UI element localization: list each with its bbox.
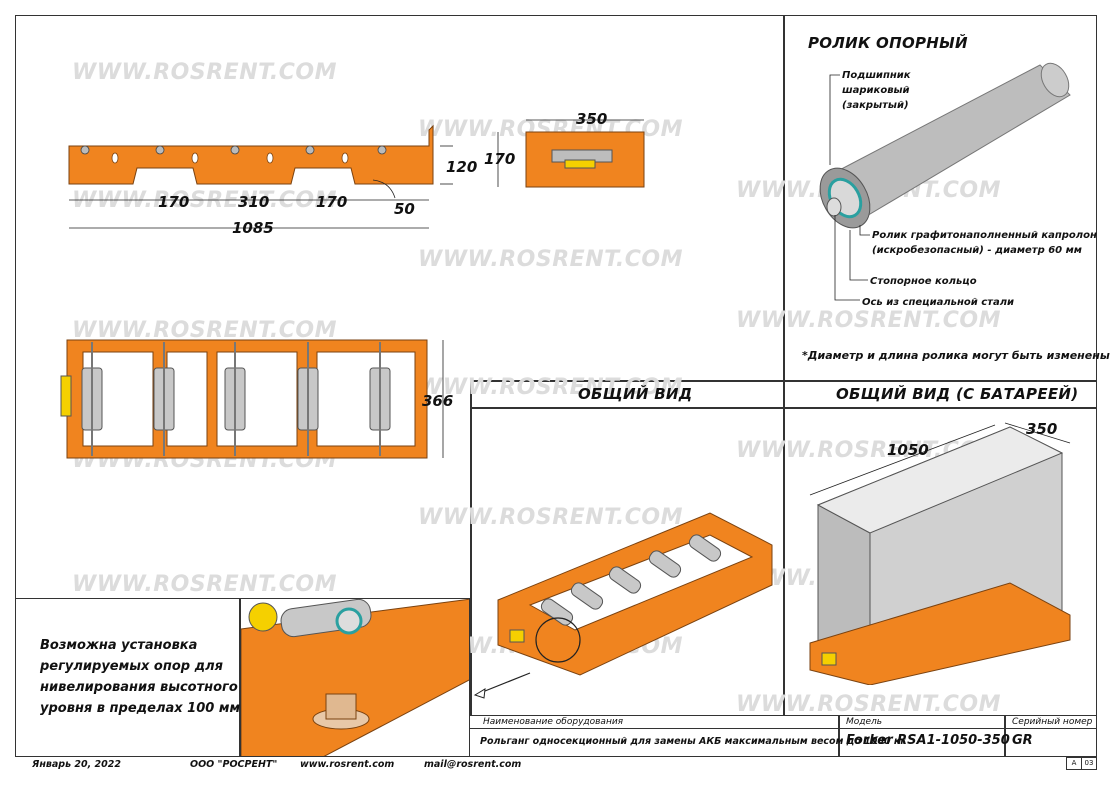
detail-arrow: [473, 672, 531, 699]
retaining-ring-label: Стопорное кольцо: [870, 276, 977, 287]
footer-date: Январь 20, 2022: [32, 759, 121, 770]
roller-material-label-2: (искробезопасный) - диаметр 60 мм: [872, 245, 1082, 256]
footer-company: ООО "РОСРЕНТ": [190, 759, 278, 770]
divider-views-header: [470, 407, 1097, 409]
title-block-divider-2: [1004, 715, 1006, 757]
divider-right-vertical: [783, 15, 785, 715]
end-view-drawing: [497, 119, 645, 188]
footer-email[interactable]: mail@rosrent.com: [424, 759, 522, 770]
divider-views-left: [470, 380, 472, 716]
model-value: Forker RSA1-1050-350: [846, 733, 1010, 748]
equipment-name-label: Наименование оборудования: [483, 717, 624, 727]
general-view-title: ОБЩИЙ ВИД: [578, 385, 693, 403]
watermark: WWW.ROSRENT.COM: [418, 375, 683, 400]
watermark: WWW.ROSRENT.COM: [418, 505, 683, 530]
sheet-number: 03: [1084, 759, 1094, 767]
dim-170-right: 170: [316, 193, 348, 211]
sheet-format-box: A: [1066, 757, 1082, 770]
battery-view-title: ОБЩИЙ ВИД (С БАТАРЕЕЙ): [836, 385, 1079, 403]
dim-170-left: 170: [158, 193, 190, 211]
watermark: WWW.ROSRENT.COM: [72, 60, 337, 85]
dim-height-120: 120: [446, 158, 478, 176]
roller-material-label-1: Ролик графитонаполненный капролон: [872, 230, 1097, 241]
bearing-label-2: шариковый: [842, 85, 910, 96]
leveling-note-line-4: уровня в пределах 100 мм: [40, 701, 241, 716]
bearing-label-1: Подшипник: [842, 70, 911, 81]
watermark: WWW.ROSRENT.COM: [736, 308, 1001, 333]
watermark: WWW.ROSRENT.COM: [736, 692, 1001, 717]
axle-label: Ось из специальной стали: [862, 297, 1015, 308]
divider-views-top: [470, 380, 1097, 382]
side-view-drawing: [68, 124, 453, 229]
sheet-format: A: [1071, 759, 1077, 767]
leveling-note-box: [15, 598, 240, 757]
title-block-divider-1: [838, 715, 840, 757]
leveling-note-line-3: нивелирования высотного: [40, 680, 238, 695]
watermark: WWW.ROSRENT.COM: [72, 188, 337, 213]
dim-height-170: 170: [484, 150, 516, 168]
bearing-label-3: (закрытый): [842, 100, 909, 111]
sheet-number-box: 03: [1081, 757, 1097, 770]
model-label: Модель: [846, 717, 883, 727]
serial-value: GR: [1012, 733, 1033, 748]
dim-310: 310: [238, 193, 270, 211]
roller-note: *Диаметр и длина ролика могут быть измен…: [802, 349, 1110, 362]
roller-drawing: [819, 62, 1071, 301]
dim-angle-50: 50: [394, 200, 415, 218]
general-view-drawing: [497, 512, 773, 676]
serial-label: Серийный номер: [1012, 717, 1093, 727]
dim-end-width-350: 350: [576, 110, 608, 128]
battery-width-350: 350: [1026, 420, 1058, 438]
title-block-midline: [470, 728, 1097, 729]
leveling-note-line-2: регулируемых опор для: [40, 659, 223, 674]
footer-website[interactable]: www.rosrent.com: [300, 759, 395, 770]
dim-total-length: 1085: [232, 219, 274, 237]
equipment-name-value: Рольганг односекционный для замены АКБ м…: [480, 736, 906, 747]
watermark: WWW.ROSRENT.COM: [418, 247, 683, 272]
title-block: [470, 715, 1097, 757]
plan-view-drawing: [60, 339, 444, 459]
drawing-frame: [15, 15, 1097, 757]
battery-length-1050: 1050: [887, 441, 929, 459]
leveling-note-line-1: Возможна установка: [40, 638, 198, 653]
roller-panel-title: РОЛИК ОПОРНЫЙ: [808, 34, 968, 52]
dim-plan-width-366: 366: [422, 392, 454, 410]
watermark: WWW.ROSRENT.COM: [72, 318, 337, 343]
leveling-detail-image: [240, 598, 470, 757]
battery-view-drawing: [809, 422, 1071, 685]
watermark: WWW.ROSRENT.COM: [72, 572, 337, 597]
